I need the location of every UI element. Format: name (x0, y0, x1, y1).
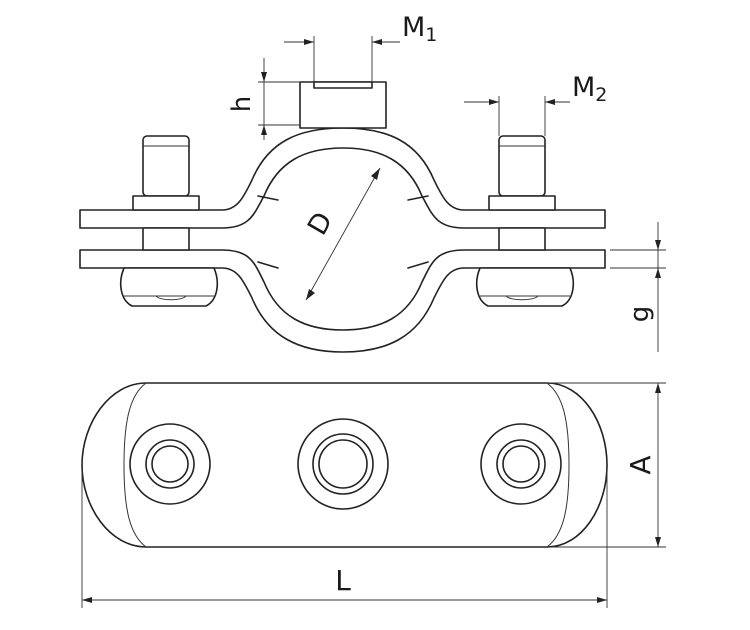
dim-l: L (81, 470, 608, 608)
left-screw-neck-mid (142, 227, 190, 251)
left-screw-shank-top (142, 135, 190, 197)
dim-h: h (227, 58, 300, 140)
right-screw (475, 135, 575, 307)
dim-a: A (547, 382, 666, 548)
base-plate-top-view (81, 382, 608, 548)
dim-m2: M2 (464, 72, 607, 136)
label-d: D (302, 207, 339, 241)
right-hole-outer (480, 423, 562, 505)
left-screw-flange (132, 195, 200, 211)
center-hole-mid (312, 433, 374, 495)
right-screw-flange (488, 195, 556, 211)
left-hole-mid (145, 439, 195, 489)
label-l: L (335, 564, 351, 597)
left-hole-inner (151, 445, 189, 483)
label-g: g (625, 306, 655, 323)
left-screw-head (119, 267, 219, 307)
diameter-dim-line (305, 167, 381, 301)
label-a: A (624, 455, 657, 474)
lower-strap-gap-left (257, 261, 279, 269)
right-screw-neck-mid (498, 227, 546, 251)
threaded-boss (299, 81, 387, 129)
lower-strap (79, 249, 606, 353)
right-screw-shank-top (498, 135, 546, 197)
left-hole-outer (129, 423, 211, 505)
upper-strap-gap-right (407, 195, 429, 201)
upper-strap-gap-left (257, 195, 279, 201)
boss-bore (313, 81, 373, 89)
lower-strap-gap-right (407, 261, 429, 269)
label-m2: M2 (572, 72, 607, 106)
right-screw-head (475, 267, 575, 307)
center-hole-inner (318, 439, 368, 489)
dim-g: g (610, 222, 666, 352)
right-hole-mid (496, 439, 546, 489)
left-screw (119, 135, 219, 307)
dim-m1: M1 (284, 12, 437, 82)
label-h: h (227, 96, 257, 112)
upper-strap (79, 127, 606, 229)
right-hole-inner (502, 445, 540, 483)
clamp-side-view (79, 81, 606, 353)
center-hole-outer (297, 418, 389, 510)
label-m1: M1 (402, 12, 437, 46)
